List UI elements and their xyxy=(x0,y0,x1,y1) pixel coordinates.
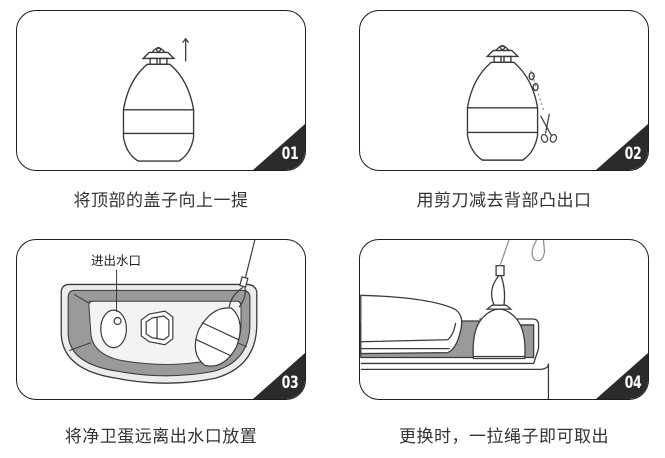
step-number: 04 xyxy=(624,373,641,393)
step-badge-03: 03 xyxy=(253,353,305,399)
water-outlet-callout: 进出水口 xyxy=(91,253,142,268)
egg-with-cap-illustration xyxy=(122,37,195,162)
egg-with-scissors-illustration xyxy=(466,44,558,161)
step-panel-01: 01 xyxy=(16,10,306,171)
step-badge-04: 04 xyxy=(596,353,648,399)
water-outlet-icon xyxy=(100,309,128,349)
step-caption-02: 用剪刀减去背部凸出口 xyxy=(416,191,592,211)
step-number: 03 xyxy=(281,373,298,393)
tray-with-outlet-illustration xyxy=(60,240,258,384)
step-number: 02 xyxy=(624,144,641,164)
scissors-icon xyxy=(540,113,558,143)
step-panel-03: 进出水口 03 xyxy=(16,239,306,400)
up-arrow-icon xyxy=(182,37,190,62)
step-badge-02: 02 xyxy=(596,124,648,170)
pull-string-illustration xyxy=(360,240,550,399)
step-badge-01: 01 xyxy=(253,124,305,170)
step-panel-04: 04 xyxy=(359,239,649,400)
step-number: 01 xyxy=(281,144,298,164)
step-caption-01: 将顶部的盖子向上一提 xyxy=(73,191,249,211)
step-panel-02: 02 xyxy=(359,10,649,171)
step-caption-03: 将净卫蛋远离出水口放置 xyxy=(64,427,258,447)
step-caption-04: 更换时，一拉绳子即可取出 xyxy=(399,427,609,447)
